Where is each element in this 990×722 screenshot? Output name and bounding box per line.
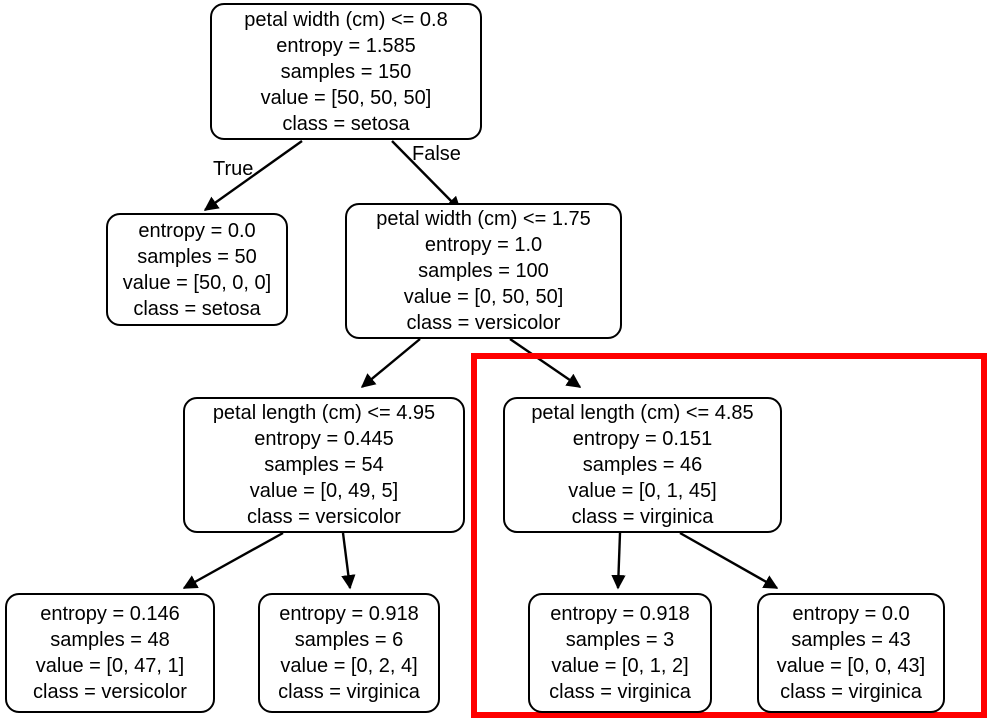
node-entropy: entropy = 0.0 <box>138 219 256 242</box>
node-value: value = [0, 50, 50] <box>403 286 564 308</box>
tree-leaf-virginica-43[interactable]: entropy = 0.0 samples = 43 value = [0, 0… <box>757 593 945 713</box>
node-entropy: entropy = 0.151 <box>572 428 713 450</box>
node-samples: samples = 54 <box>264 454 384 476</box>
node-entropy: entropy = 0.146 <box>40 603 180 625</box>
node-class: class = virginica <box>780 681 922 703</box>
node-samples: samples = 50 <box>137 245 257 268</box>
edge-pl495-to-leaf1 <box>182 531 284 590</box>
tree-node-petal-length-495[interactable]: petal length (cm) <= 4.95 entropy = 0.44… <box>183 397 465 533</box>
node-class: class = versicolor <box>33 681 187 703</box>
tree-node-petal-length-485[interactable]: petal length (cm) <= 4.85 entropy = 0.15… <box>503 397 782 533</box>
node-value: value = [50, 0, 0] <box>122 271 272 294</box>
node-entropy: entropy = 0.918 <box>550 603 690 625</box>
node-samples: samples = 43 <box>791 629 911 651</box>
edge-pl495-to-leaf2 <box>341 532 356 590</box>
edge-label-true: True <box>213 158 254 180</box>
node-class: class = virginica <box>278 681 420 703</box>
node-value: value = [0, 2, 4] <box>280 655 418 677</box>
node-samples: samples = 46 <box>582 454 703 476</box>
node-samples: samples = 100 <box>418 260 549 282</box>
node-condition: petal length (cm) <= 4.95 <box>212 402 436 424</box>
node-class: class = setosa <box>133 297 261 320</box>
tree-leaf-virginica-3[interactable]: entropy = 0.918 samples = 3 value = [0, … <box>528 593 712 713</box>
node-samples: samples = 48 <box>50 629 170 651</box>
node-condition: petal width (cm) <= 0.8 <box>244 8 448 31</box>
node-entropy: entropy = 1.0 <box>424 234 543 256</box>
node-value: value = [0, 1, 2] <box>551 655 689 677</box>
node-value: value = [0, 47, 1] <box>35 655 185 677</box>
node-samples: samples = 150 <box>280 60 412 83</box>
node-entropy: entropy = 0.918 <box>279 603 419 625</box>
tree-node-petal-width-175[interactable]: petal width (cm) <= 1.75 entropy = 1.0 s… <box>345 203 622 339</box>
tree-node-root[interactable]: petal width (cm) <= 0.8 entropy = 1.585 … <box>210 3 482 140</box>
node-samples: samples = 6 <box>294 629 404 651</box>
node-class: class = versicolor <box>247 506 401 528</box>
node-condition: petal length (cm) <= 4.85 <box>531 402 754 424</box>
node-condition: petal width (cm) <= 1.75 <box>376 208 591 230</box>
node-class: class = virginica <box>571 506 714 528</box>
node-class: class = versicolor <box>406 312 561 334</box>
node-value: value = [0, 0, 43] <box>776 655 926 677</box>
node-samples: samples = 3 <box>565 629 675 651</box>
node-class: class = virginica <box>549 681 691 703</box>
edge-pw175-to-pl495 <box>360 338 421 388</box>
tree-node-setosa-leaf[interactable]: entropy = 0.0 samples = 50 value = [50, … <box>106 213 288 326</box>
node-entropy: entropy = 1.585 <box>276 34 416 57</box>
tree-leaf-virginica-6[interactable]: entropy = 0.918 samples = 6 value = [0, … <box>258 593 440 713</box>
node-entropy: entropy = 0.445 <box>254 428 394 450</box>
node-entropy: entropy = 0.0 <box>792 603 910 625</box>
edge-label-false: False <box>412 143 461 165</box>
node-value: value = [0, 49, 5] <box>249 480 399 502</box>
node-class: class = setosa <box>282 112 410 135</box>
virginica-subtree-highlight-box <box>471 353 987 718</box>
tree-leaf-versicolor-48[interactable]: entropy = 0.146 samples = 48 value = [0,… <box>5 593 215 713</box>
node-value: value = [50, 50, 50] <box>260 86 432 109</box>
node-value: value = [0, 1, 45] <box>568 480 717 502</box>
